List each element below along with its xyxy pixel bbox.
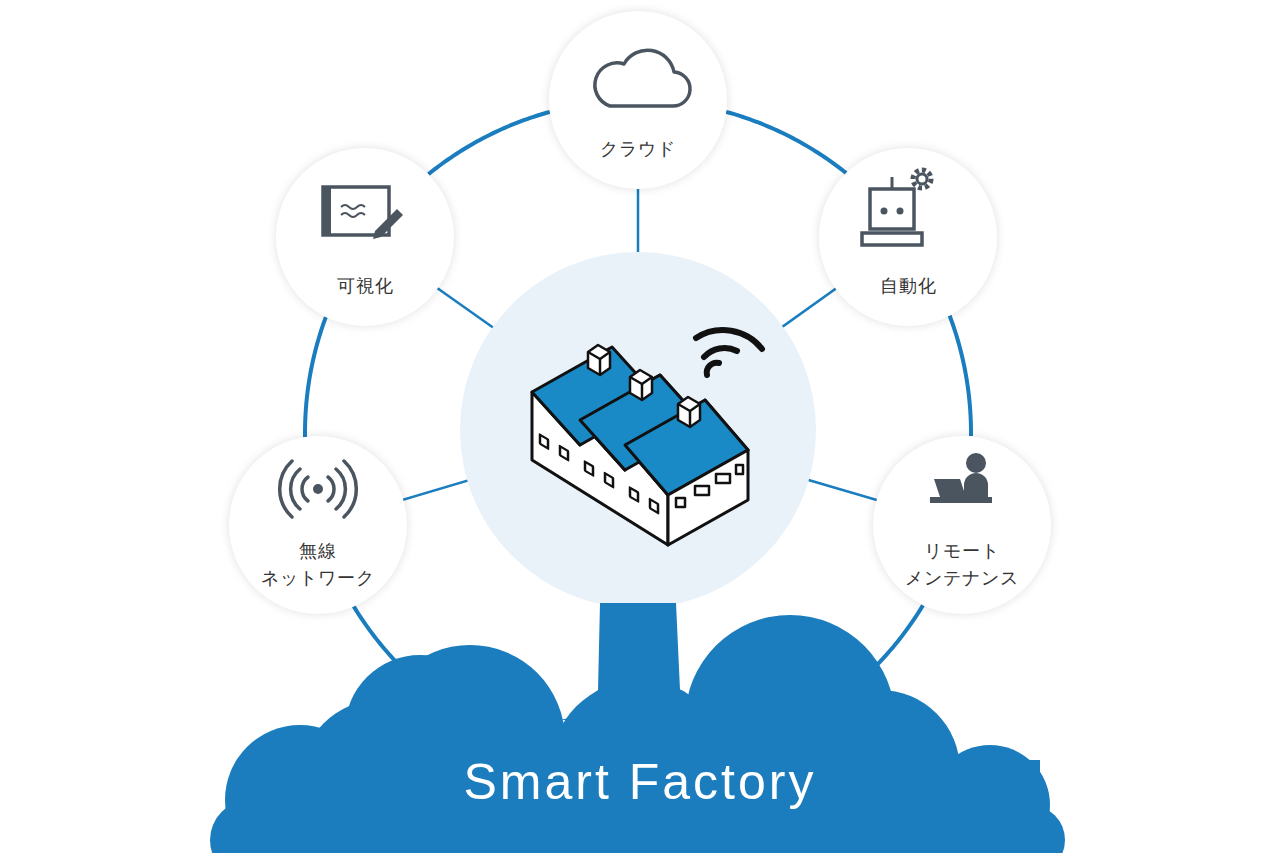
cloud-banner: Smart Factory <box>225 590 1055 853</box>
ring-arc <box>305 317 326 437</box>
circle-shape <box>275 147 455 327</box>
feature-circle: 無線 ネットワーク <box>228 435 408 615</box>
feature-circle: 可視化 <box>275 147 455 327</box>
text-stack: 無線 ネットワーク <box>228 537 408 591</box>
feature-icon <box>595 50 690 106</box>
text-stack: クラウド <box>548 135 728 162</box>
ring-arc <box>950 316 971 437</box>
feature-circle: 自動化 <box>818 147 998 327</box>
banner-title: Smart Factory <box>464 753 817 811</box>
feature-circle: クラウド <box>548 10 728 190</box>
circle-shape <box>818 147 998 327</box>
circle-shape <box>548 10 728 190</box>
feature-label: 無線 ネットワーク <box>256 537 380 591</box>
feature-label: リモート メンテナンス <box>900 537 1024 591</box>
ring-arc <box>428 112 550 174</box>
text-stack: 可視化 <box>275 272 455 299</box>
circle-outline <box>819 148 997 326</box>
feature-circle: リモート メンテナンス <box>872 435 1052 615</box>
feature-icon <box>323 187 403 239</box>
circle-outline <box>229 436 407 614</box>
center-circle <box>460 252 816 608</box>
factory-illustration <box>532 330 762 545</box>
feature-label: 可視化 <box>303 272 427 299</box>
text-stack: Smart Factory <box>225 753 1055 811</box>
circle-outline <box>873 436 1051 614</box>
circle-outline <box>549 11 727 189</box>
circle-outline <box>276 148 454 326</box>
feature-label: 自動化 <box>846 272 970 299</box>
feature-icon <box>280 461 357 517</box>
ring-arc <box>726 112 846 173</box>
feature-label: クラウド <box>576 135 700 162</box>
feature-icon <box>862 170 931 245</box>
text-stack: リモート メンテナンス <box>872 537 1052 591</box>
text-stack: 自動化 <box>818 272 998 299</box>
feature-icon <box>930 453 992 503</box>
cloud-shape <box>225 590 1055 853</box>
